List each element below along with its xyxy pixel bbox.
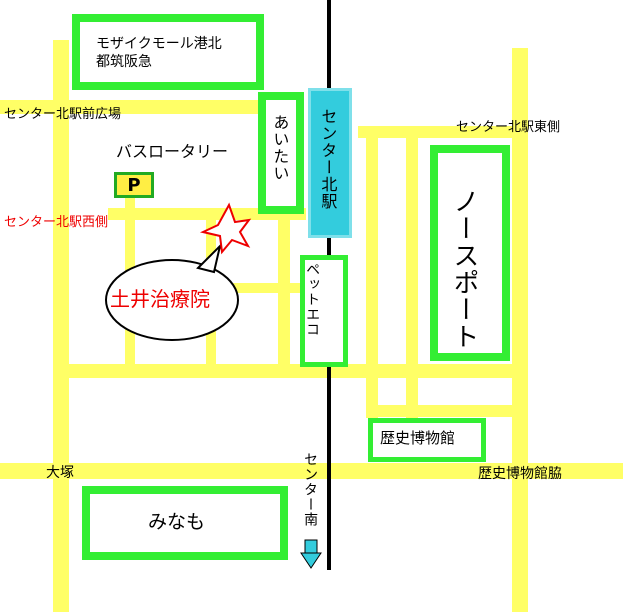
parking-sign: P — [114, 172, 154, 198]
north-port-label: ノースポート — [448, 188, 479, 350]
road-east-side-b — [406, 128, 418, 418]
station-block — [308, 88, 352, 238]
history-museum-label: 歴史博物館 — [380, 429, 456, 447]
road-station-side — [278, 210, 290, 370]
building-history-museum — [368, 418, 486, 462]
station-front-plaza-label: センター北駅前広場 — [4, 107, 122, 122]
pet-eco-label: ペットエコ — [304, 262, 321, 337]
road-mid-west — [210, 283, 305, 293]
road-west-vertical — [53, 40, 69, 612]
down-arrow-icon — [300, 539, 322, 569]
building-minamo — [82, 486, 288, 560]
road-upper-east — [358, 126, 528, 138]
history-museum-side-label: 歴史博物館脇 — [478, 466, 562, 482]
station-label: センター北駅 — [318, 108, 338, 210]
east-side-label: センター北駅東側 — [456, 120, 561, 135]
road-east-side-a — [366, 128, 378, 418]
railway-line-lower — [327, 238, 331, 570]
clinic-location-star — [199, 202, 252, 255]
building-north-port — [430, 145, 510, 361]
building-aitai — [258, 92, 304, 214]
center-minami-label: センター南 — [302, 452, 319, 527]
parking-letter: P — [127, 174, 141, 196]
ootsuka-label: 大塚 — [46, 465, 74, 481]
clinic-label: 土井治療院 — [110, 287, 210, 311]
road-lower — [55, 364, 517, 378]
railway-line-upper — [327, 0, 331, 90]
road-east-vertical — [512, 48, 528, 612]
road-main-horizontal — [0, 463, 623, 479]
clinic-callout-tail — [196, 242, 222, 274]
bus-rotary-label: バスロータリー — [116, 142, 229, 161]
mosaic-mall-sublabel: 都筑阪急 — [96, 54, 152, 70]
building-pet-eco — [300, 255, 348, 367]
west-side-label: センター北駅西側 — [4, 215, 109, 230]
minamo-label: みなも — [148, 511, 206, 533]
building-mosaic-mall — [72, 14, 264, 90]
clinic-callout-bubble — [105, 259, 239, 341]
aitai-label: あいたい — [270, 114, 290, 182]
mosaic-mall-label: モザイクモール港北 — [96, 36, 222, 52]
